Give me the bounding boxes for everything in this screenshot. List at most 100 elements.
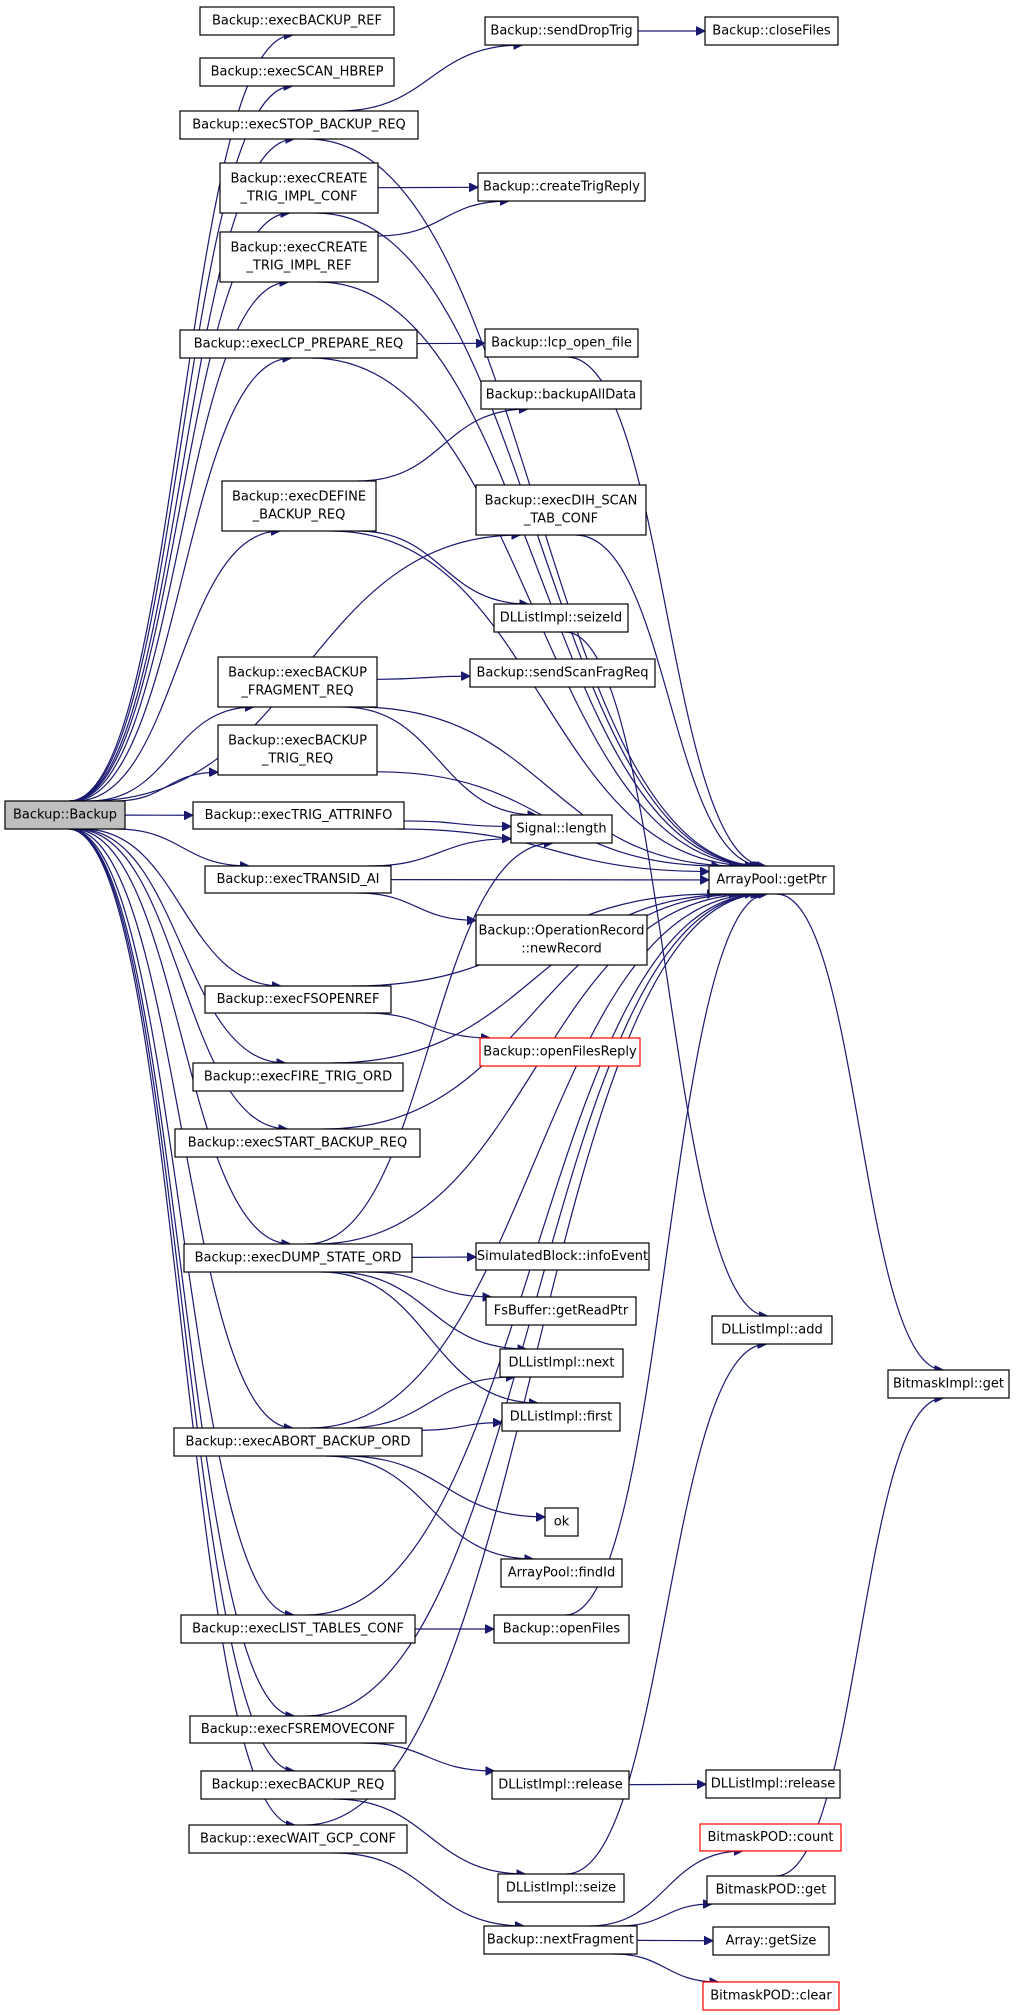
node-n-dl-seizeid[interactable]: DLListImpl::seizeId	[493, 603, 629, 633]
node-n-lcp-open-file[interactable]: Backup::lcp_open_file	[484, 328, 639, 358]
node-label: SimulatedBlock::infoEvent	[477, 1249, 648, 1264]
node-n-fsbuffer-getreadptr[interactable]: FsBuffer::getReadPtr	[485, 1296, 637, 1326]
node-label: Backup::execDIH_SCAN	[485, 494, 638, 509]
edge-n_define_backup_req-to-n_arraypool_getptr	[330, 530, 754, 866]
node-n-dih-scan-tab-conf[interactable]: Backup::execDIH_SCAN_TAB_CONF	[475, 484, 647, 536]
edge-n_create_trig_impl_conf-to-n_arraypool_getptr	[316, 212, 762, 866]
node-box	[475, 484, 647, 536]
node-n-create-trig-reply[interactable]: Backup::createTrigReply	[477, 172, 646, 202]
edge-root-to-n_fsopenref	[82, 828, 281, 986]
edge-n_dump_state_ord-to-n_signal_length	[306, 843, 553, 1245]
edge-root-to-n_dump_state_ord	[72, 828, 290, 1244]
node-n-dl-seize[interactable]: DLListImpl::seize	[497, 1873, 625, 1903]
node-n-dl-next[interactable]: DLListImpl::next	[499, 1348, 624, 1378]
node-n-ok[interactable]: ok	[544, 1507, 579, 1537]
node-n-bitmaskimpl-get[interactable]: BitmaskImpl::get	[887, 1369, 1010, 1399]
node-n-operation-record[interactable]: Backup::OperationRecord::newRecord	[475, 914, 648, 966]
node-n-next-fragment[interactable]: Backup::nextFragment	[483, 1925, 638, 1955]
node-n-send-scan-frag-req[interactable]: Backup::sendScanFragReq	[469, 658, 656, 688]
edge-n_abort_backup_ord-to-n_arraypool_findid	[326, 1455, 533, 1559]
node-label: Backup::openFiles	[503, 1622, 621, 1637]
node-n-backup-req[interactable]: Backup::execBACKUP_REQ	[200, 1770, 396, 1800]
edge-path	[342, 706, 536, 815]
edge-root-to-n_backup_req	[68, 828, 294, 1771]
node-n-backup-fragment-req[interactable]: Backup::execBACKUP_FRAGMENT_REQ	[217, 656, 378, 708]
edge-n_abort_backup_ord-to-n_dl_first	[421, 1423, 502, 1431]
node-n-close-files[interactable]: Backup::closeFiles	[704, 16, 839, 46]
edge-path	[357, 530, 528, 604]
node-box	[510, 814, 613, 844]
edge-n_fire_trig_ord-to-n_arraypool_getptr	[331, 894, 738, 1064]
edge-path	[565, 631, 768, 1316]
node-n-arraypool-getptr[interactable]: ArrayPool::getPtr	[708, 865, 835, 895]
node-label: Backup::execABORT_BACKUP_ORD	[186, 1435, 411, 1450]
node-box	[179, 329, 418, 359]
node-n-scan-hbrep[interactable]: Backup::execSCAN_HBREP	[199, 57, 395, 87]
node-n-stop-backup-req[interactable]: Backup::execSTOP_BACKUP_REQ	[179, 110, 419, 140]
node-n-list-tables-conf[interactable]: Backup::execLIST_TABLES_CONF	[180, 1614, 416, 1644]
node-box	[189, 1715, 407, 1744]
node-box	[204, 865, 392, 894]
edge-n_dump_state_ord-to-n_dl_first	[321, 1271, 538, 1403]
node-box	[475, 914, 648, 966]
edge-path	[589, 1851, 743, 1927]
node-n-fsopenref[interactable]: Backup::execFSOPENREF	[204, 985, 392, 1014]
node-box	[480, 380, 642, 410]
edge-path	[403, 820, 511, 826]
node-label: Backup::execLCP_PREPARE_REQ	[194, 337, 404, 352]
node-n-abort-backup-ord[interactable]: Backup::execABORT_BACKUP_ORD	[173, 1427, 423, 1457]
node-label: Backup::execTRIG_ATTRINFO	[205, 808, 393, 823]
node-n-dump-state-ord[interactable]: Backup::execDUMP_STATE_ORD	[183, 1243, 413, 1273]
node-box	[706, 1875, 836, 1905]
node-label: ArrayPool::findId	[508, 1566, 615, 1581]
node-label: _TAB_CONF	[523, 512, 598, 527]
node-n-backup-all-data[interactable]: Backup::backupAllData	[480, 380, 642, 410]
edge-path	[68, 828, 295, 1825]
node-n-create-trig-impl-ref[interactable]: Backup::execCREATE_TRIG_IMPL_REF	[219, 231, 379, 283]
node-label: Signal::length	[516, 822, 606, 837]
edge-path	[315, 894, 754, 1245]
node-n-send-drop-trig[interactable]: Backup::sendDropTrig	[484, 16, 639, 46]
node-n-fire-trig-ord[interactable]: Backup::execFIRE_TRIG_ORD	[192, 1062, 404, 1092]
node-n-trig-attrinfo[interactable]: Backup::execTRIG_ATTRINFO	[192, 801, 405, 830]
node-box	[199, 57, 395, 87]
node-n-arraypool-findid[interactable]: ArrayPool::findId	[500, 1558, 623, 1588]
node-label: Backup::createTrigReply	[483, 180, 640, 195]
node-box	[493, 603, 629, 633]
node-n-create-trig-impl-conf[interactable]: Backup::execCREATE_TRIG_IMPL_CONF	[219, 162, 379, 214]
node-box	[484, 16, 639, 46]
node-n-array-getsize[interactable]: Array::getSize	[712, 1926, 830, 1956]
edge-path	[376, 676, 470, 679]
node-n-backup-trig-req[interactable]: Backup::execBACKUP_TRIG_REQ	[217, 724, 378, 776]
node-n-transid-ai[interactable]: Backup::execTRANSID_AI	[204, 865, 392, 894]
node-box	[217, 724, 378, 776]
node-label: Backup::sendScanFragReq	[476, 666, 648, 681]
node-n-bitmaskpod-get[interactable]: BitmaskPOD::get	[706, 1875, 836, 1905]
node-n-dl-add[interactable]: DLListImpl::add	[711, 1315, 833, 1345]
node-n-fsremoveconf[interactable]: Backup::execFSREMOVECONF	[189, 1715, 407, 1744]
edge-path	[317, 281, 761, 866]
edge-n_backup_fragment_req-to-n_send_scan_frag_req	[376, 676, 470, 679]
node-n-bitmaskpod-clear[interactable]: BitmaskPOD::clear	[702, 1981, 840, 2011]
node-n-wait-gcp-conf[interactable]: Backup::execWAIT_GCP_CONF	[188, 1824, 408, 1854]
node-box	[485, 1296, 637, 1326]
node-n-dl-first[interactable]: DLListImpl::first	[501, 1402, 621, 1432]
node-n-simblock-infoevent[interactable]: SimulatedBlock::infoEvent	[475, 1242, 650, 1271]
edge-root-to-n_backup_fragment_req	[89, 707, 253, 802]
node-root[interactable]: Backup::Backup	[4, 800, 126, 830]
node-n-start-backup-req[interactable]: Backup::execSTART_BACKUP_REQ	[174, 1128, 421, 1158]
edge-path	[344, 1455, 545, 1517]
node-n-signal-length[interactable]: Signal::length	[510, 814, 613, 844]
node-n-define-backup-req[interactable]: Backup::execDEFINE_BACKUP_REQ	[221, 480, 377, 532]
node-label: Backup::openFilesReply	[483, 1045, 637, 1060]
node-n-backup-ref[interactable]: Backup::execBACKUP_REF	[199, 6, 395, 36]
node-label: BitmaskPOD::count	[707, 1830, 833, 1845]
node-n-dl-release2[interactable]: DLListImpl::release	[705, 1769, 841, 1799]
node-n-open-files[interactable]: Backup::openFiles	[493, 1614, 630, 1644]
node-box	[499, 1348, 624, 1378]
node-n-dl-release1[interactable]: DLListImpl::release	[491, 1770, 630, 1800]
node-n-lcp-prepare-req[interactable]: Backup::execLCP_PREPARE_REQ	[179, 329, 418, 359]
edge-n_wait_gcp_conf-to-n_next_fragment	[334, 1852, 524, 1926]
node-n-open-files-reply[interactable]: Backup::openFilesReply	[479, 1037, 641, 1067]
node-n-bitmaskpod-count[interactable]: BitmaskPOD::count	[699, 1823, 842, 1852]
